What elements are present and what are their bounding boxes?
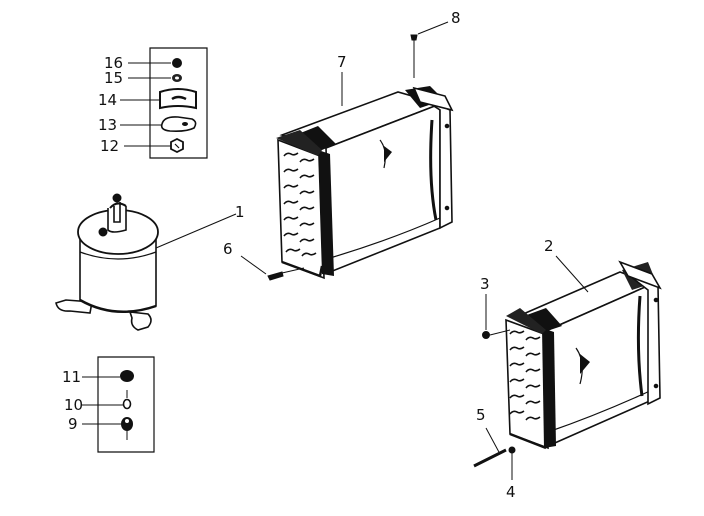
part-6-screw [240,255,305,281]
callout-6: 6 [223,240,233,258]
evaporator-coil [276,72,454,280]
part-12-nut [124,137,184,154]
part-4-screw [508,446,516,480]
part-15-washer [128,74,182,82]
part-9-nut [82,417,133,440]
part-5-rod [473,427,507,468]
part-3-screw [482,294,511,339]
callout-1: 1 [235,203,245,221]
callout-5: 5 [476,406,486,424]
part-10-spacer [82,390,132,410]
callout-12: 12 [100,137,120,155]
fitting-kit-panel [149,47,208,159]
callout-15: 15 [104,69,124,87]
part-16-cap [128,58,182,68]
callout-10: 10 [64,396,84,414]
part-14-grommet [120,88,197,110]
part-13-clip [120,116,197,132]
part-8-screw [410,21,449,78]
compressor [55,193,237,331]
callout-13: 13 [98,116,118,134]
callout-7: 7 [337,53,347,71]
callout-9: 9 [68,415,78,433]
callout-2: 2 [544,237,554,255]
condenser-coil [505,255,662,450]
hardware-kit-panel [97,356,155,453]
callout-16: 16 [104,54,124,72]
part-11-grommet [82,370,134,382]
callout-3: 3 [480,275,490,293]
callout-4: 4 [506,483,516,501]
callout-8: 8 [451,9,461,27]
callout-14: 14 [98,91,118,109]
callout-11: 11 [62,368,82,386]
